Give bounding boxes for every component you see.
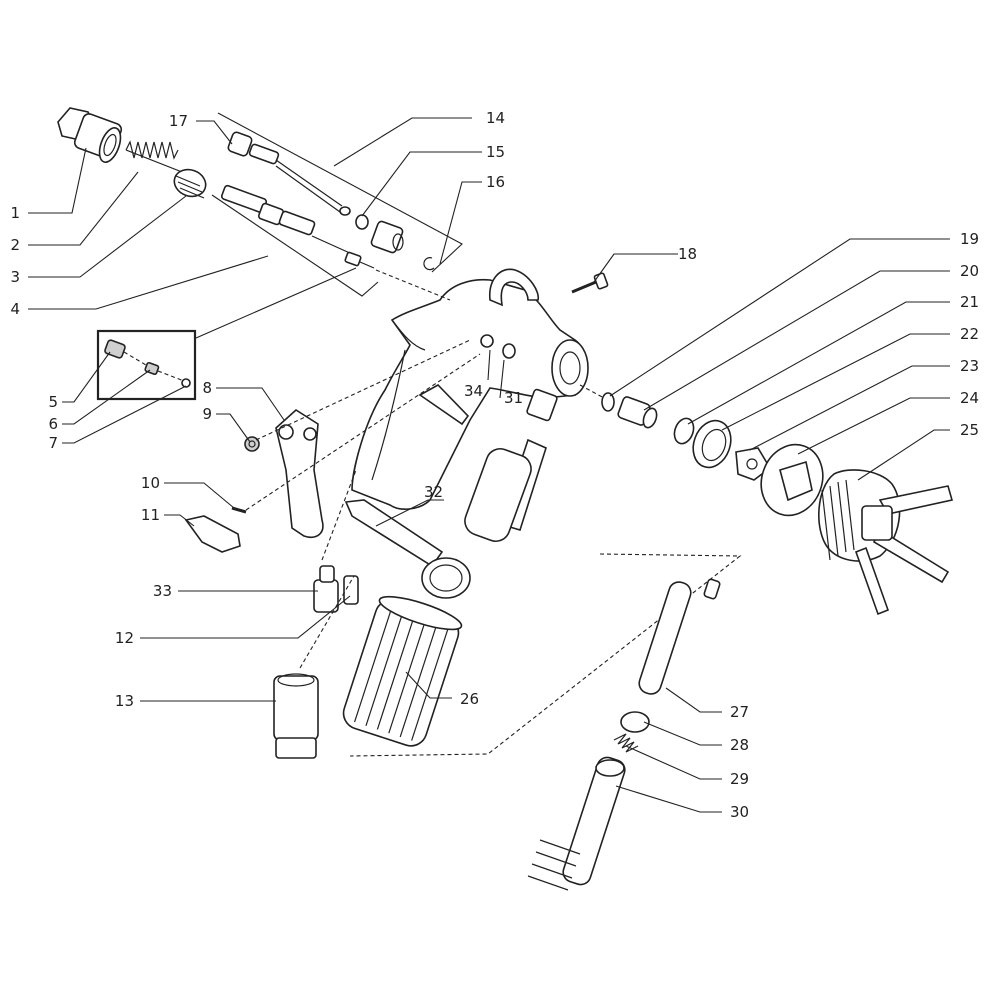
callout-26: 26 xyxy=(460,690,479,708)
part-11-cam xyxy=(184,515,241,553)
part-15-o-ring xyxy=(355,214,369,230)
part-3-packing-nut xyxy=(173,168,207,199)
callout-29: 29 xyxy=(730,770,749,788)
leader-lines xyxy=(28,117,950,813)
callout-18: 18 xyxy=(678,245,697,263)
part-34-lever xyxy=(418,384,470,426)
part-19-o-ring xyxy=(601,392,615,412)
callout-31: 31 xyxy=(504,389,523,407)
part-16-clip xyxy=(423,257,435,271)
callout-22: 22 xyxy=(960,325,979,343)
callout-4: 4 xyxy=(10,300,20,318)
part-18-screw xyxy=(571,272,609,294)
callout-7: 7 xyxy=(48,434,58,452)
callout-labels: 1 2 3 4 5 6 7 8 9 10 11 12 13 14 15 16 1… xyxy=(10,109,979,821)
callout-5: 5 xyxy=(48,393,58,411)
callout-32: 32 xyxy=(424,483,443,501)
part-7-washer xyxy=(181,378,191,388)
callout-9: 9 xyxy=(202,405,212,423)
callout-30: 30 xyxy=(730,803,749,821)
callout-21: 21 xyxy=(960,293,979,311)
part-2-spring xyxy=(125,140,183,173)
callout-28: 28 xyxy=(730,736,749,754)
callout-1: 1 xyxy=(10,204,20,222)
axis-33 xyxy=(321,469,357,561)
part-13-connector xyxy=(273,673,319,759)
callout-23: 23 xyxy=(960,357,979,375)
callout-19: 19 xyxy=(960,230,979,248)
callout-17: 17 xyxy=(169,112,188,130)
callout-20: 20 xyxy=(960,262,979,280)
axis-main xyxy=(375,269,451,301)
callout-2: 2 xyxy=(10,236,20,254)
part-8-trigger xyxy=(275,408,324,538)
part-5-seat xyxy=(104,339,126,359)
inset-box xyxy=(96,329,197,401)
callout-15: 15 xyxy=(486,143,505,161)
group-14-bracket xyxy=(217,112,463,273)
callout-16: 16 xyxy=(486,173,505,191)
callout-12: 12 xyxy=(115,629,134,647)
callout-25: 25 xyxy=(960,421,979,439)
callout-13: 13 xyxy=(115,692,134,710)
part-14-fitting xyxy=(370,220,404,254)
callout-3: 3 xyxy=(10,268,20,286)
callout-11: 11 xyxy=(141,506,160,524)
part-29-spring xyxy=(613,733,639,753)
part-1-adjusting-knob xyxy=(57,107,123,163)
part-30-valve-body xyxy=(527,756,626,891)
part-28-ring xyxy=(620,711,650,733)
axis-trigger xyxy=(255,339,471,441)
part-10-pin xyxy=(231,506,247,514)
callout-34: 34 xyxy=(464,382,483,400)
part-12-fitting xyxy=(343,575,359,605)
callout-8: 8 xyxy=(202,379,212,397)
gun-body xyxy=(351,268,589,510)
part-25-retaining-ring xyxy=(818,469,954,616)
axis-pin xyxy=(245,353,481,511)
part-4-needle-assembly xyxy=(220,184,375,269)
part-21-ring xyxy=(673,417,695,445)
handle-group-boundary xyxy=(349,553,742,757)
part-33-fitting xyxy=(313,565,339,613)
callout-24: 24 xyxy=(960,389,979,407)
callout-27: 27 xyxy=(730,703,749,721)
group-4-bracket xyxy=(211,194,379,297)
part-26-handle-sleeve xyxy=(342,595,463,747)
part-32-wrench xyxy=(344,499,471,599)
part-27-tube xyxy=(638,578,721,695)
callout-14: 14 xyxy=(486,109,505,127)
fluid-tube xyxy=(464,388,558,543)
callout-33: 33 xyxy=(153,582,172,600)
axis-13 xyxy=(299,575,355,669)
part-24-air-cap xyxy=(760,443,824,517)
callout-10: 10 xyxy=(141,474,160,492)
axis-front xyxy=(579,384,605,399)
part-22-threaded-ring xyxy=(692,419,732,469)
callout-6: 6 xyxy=(48,415,58,433)
part-17-rod xyxy=(227,131,351,216)
part-20-fitting xyxy=(617,396,658,429)
